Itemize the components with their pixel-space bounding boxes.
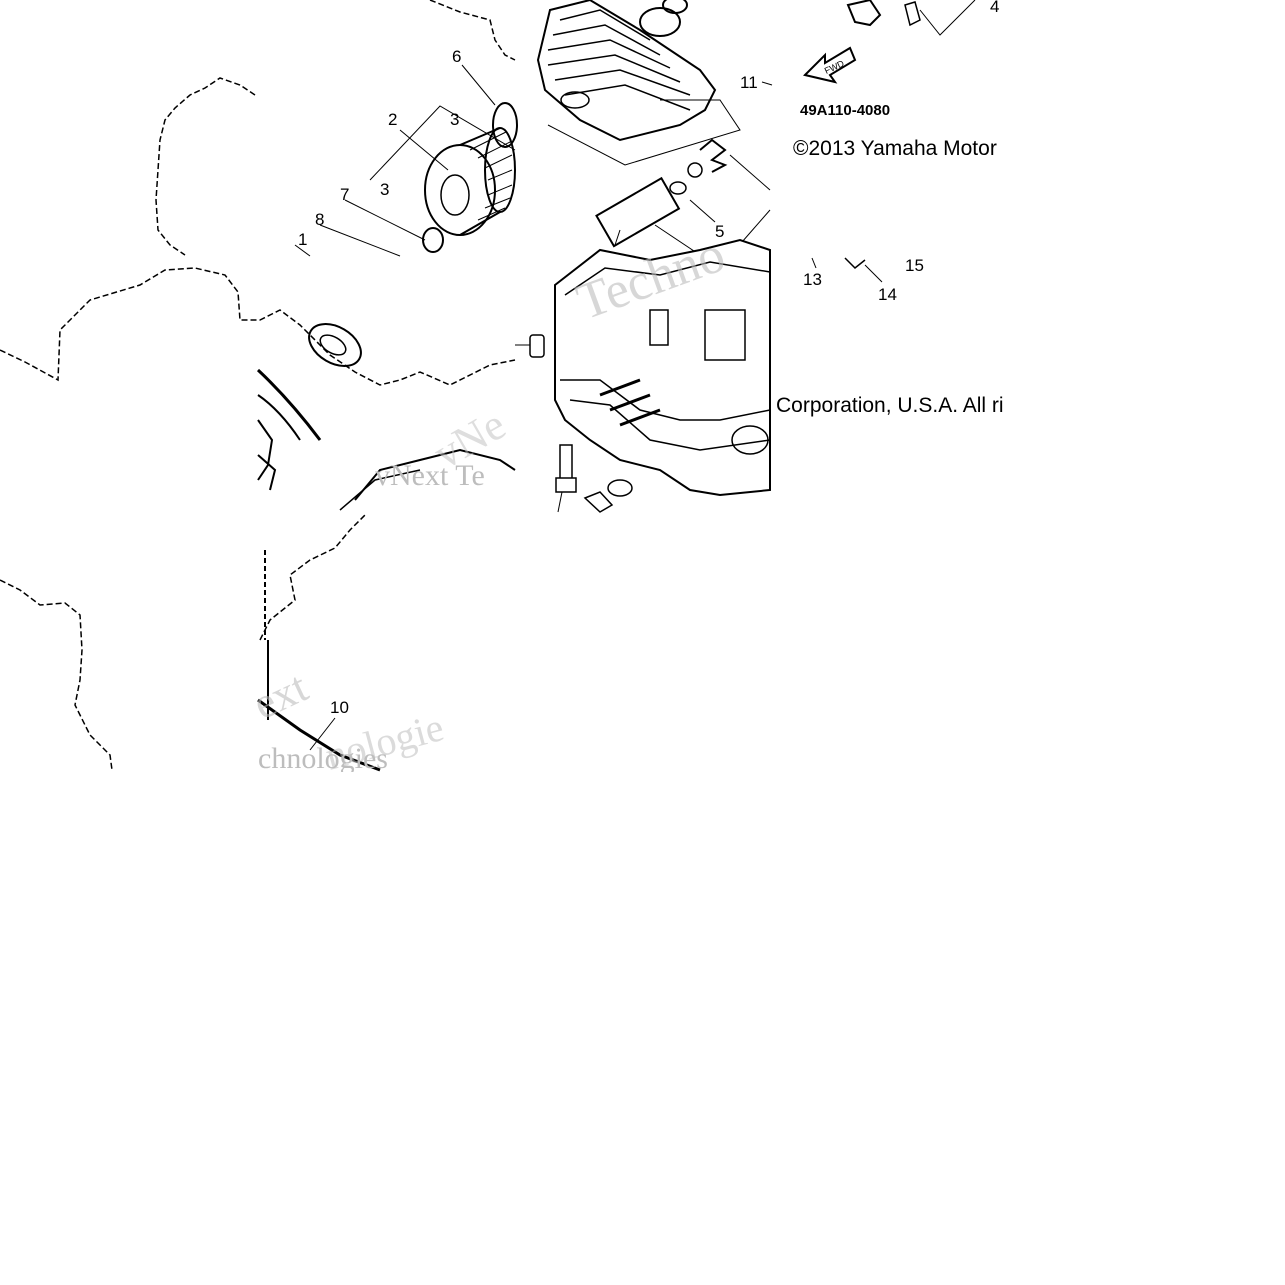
- copyright-line-1: ©2013 Yamaha Motor: [793, 137, 997, 160]
- crankcase-outline-upper: [155, 77, 256, 256]
- crankcase-outline-middle: [0, 267, 516, 386]
- callout-10: 10: [330, 698, 349, 717]
- crankcase-outline-lower: [0, 579, 113, 771]
- callout-15: 15: [905, 256, 924, 275]
- relief-valve: [595, 138, 771, 256]
- mask-right-mid: [1030, 0, 1285, 420]
- callout-3b: 3: [380, 180, 389, 199]
- crankcase-top-ridge: [429, 0, 516, 61]
- callout-2: 2: [388, 110, 397, 129]
- callout-6: 6: [452, 47, 461, 66]
- callout-8: 8: [315, 210, 324, 229]
- mask-bottom: [0, 772, 1285, 1285]
- fwd-arrow-icon: FWD: [803, 46, 857, 84]
- oil-pan: [554, 238, 771, 497]
- dowel-pin: [529, 334, 545, 358]
- callout-14: 14: [878, 285, 897, 304]
- callout-3a: 3: [450, 110, 459, 129]
- drain-plug: [583, 479, 633, 513]
- copyright-line-2: Corporation, U.S.A. All ri: [776, 394, 1004, 417]
- pan-bolt: [555, 444, 577, 513]
- callout-5: 5: [715, 222, 724, 241]
- callout-1: 1: [298, 230, 307, 249]
- drain-bolt-area: [846, 0, 976, 36]
- part-code: 49A110-4080: [800, 102, 890, 119]
- o-ring-3: [422, 227, 444, 253]
- watermark-6: chnologies: [258, 742, 388, 775]
- watermark-4: ext: [246, 662, 315, 729]
- o-ring-6: [492, 102, 518, 148]
- oil-strainer: [536, 0, 717, 142]
- watermark-2: vNext Te: [375, 459, 485, 492]
- callout-7: 7: [340, 185, 349, 204]
- callout-11: 11: [740, 73, 758, 92]
- callout-4: 4: [990, 0, 999, 16]
- oil-filter-element: [424, 127, 516, 236]
- callout-13: 13: [803, 270, 822, 289]
